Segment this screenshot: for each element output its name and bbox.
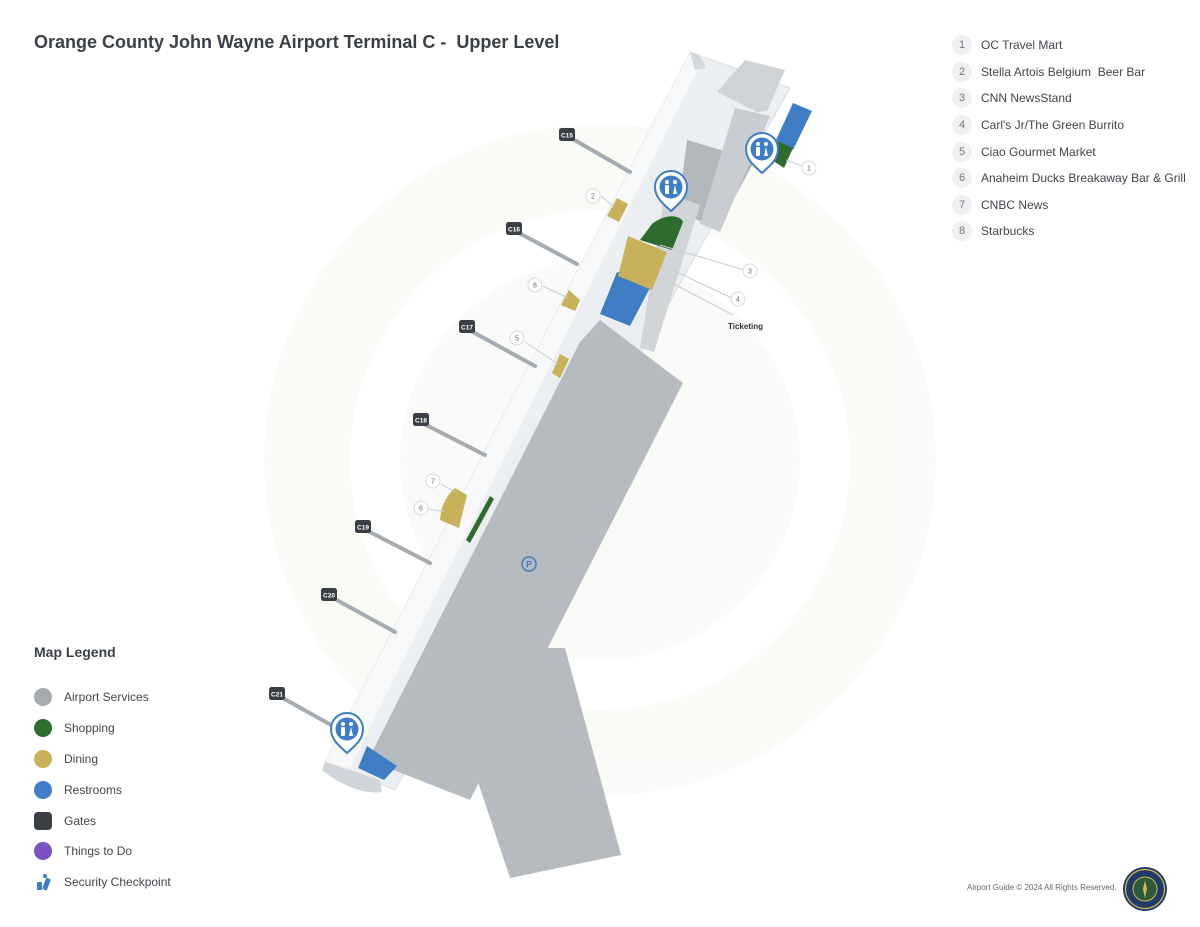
poi-marker-3[interactable]: 3 bbox=[742, 263, 758, 279]
poi-marker-6[interactable]: 6 bbox=[413, 500, 429, 516]
poi-label: CNBC News bbox=[981, 197, 1049, 212]
poi-marker-5[interactable]: 5 bbox=[509, 330, 525, 346]
list-item[interactable]: 1 OC Travel Mart bbox=[952, 32, 1186, 59]
gate-c21[interactable]: C21 bbox=[269, 687, 285, 700]
poi-marker-8[interactable]: 8 bbox=[527, 277, 543, 293]
gates-swatch bbox=[34, 811, 52, 830]
poi-list: 1 OC Travel Mart 2 Stella Artois Belgium B… bbox=[952, 32, 1186, 245]
svg-text:2: 2 bbox=[591, 194, 595, 201]
svg-text:C17: C17 bbox=[461, 325, 473, 332]
svg-text:C20: C20 bbox=[323, 593, 335, 600]
gate-c15[interactable]: C15 bbox=[559, 128, 575, 141]
poi-number: 3 bbox=[952, 88, 972, 109]
svg-text:5: 5 bbox=[515, 336, 519, 343]
legend-item-dining: Dining bbox=[34, 744, 171, 775]
dining-venues bbox=[440, 198, 667, 528]
legend-item-gates: Gates bbox=[34, 805, 171, 836]
page-title: Orange County John Wayne Airport Termina… bbox=[34, 32, 560, 52]
list-item[interactable]: 4 Carl's Jr/The Green Burrito bbox=[952, 112, 1186, 139]
svg-text:3: 3 bbox=[748, 269, 752, 276]
list-item[interactable]: 8 Starbucks bbox=[952, 218, 1186, 245]
legend-item-things-to-do: Things to Do bbox=[34, 836, 171, 867]
poi-leader-lines bbox=[428, 159, 809, 513]
poi-label: CNN NewsStand bbox=[981, 91, 1072, 106]
jet-bridges bbox=[279, 136, 632, 732]
svg-text:C19: C19 bbox=[357, 525, 369, 532]
poi-number: 1 bbox=[952, 35, 972, 56]
svg-text:C21: C21 bbox=[271, 692, 283, 699]
svg-text:4: 4 bbox=[736, 297, 740, 304]
poi-marker-7[interactable]: 7 bbox=[425, 473, 441, 489]
poi-marker-1[interactable]: 1 bbox=[801, 160, 817, 176]
list-item[interactable]: 3 CNN NewsStand bbox=[952, 85, 1186, 112]
poi-label: Carl's Jr/The Green Burrito bbox=[981, 118, 1124, 133]
restrooms-swatch bbox=[34, 780, 52, 799]
parking-icon: P bbox=[521, 556, 537, 572]
shopping-swatch bbox=[34, 719, 52, 738]
national-airport-database-seal-icon bbox=[1123, 867, 1167, 911]
gate-c17[interactable]: C17 bbox=[459, 320, 475, 333]
legend-item-security-checkpoint: Security Checkpoint bbox=[34, 867, 171, 898]
gate-c19[interactable]: C19 bbox=[355, 520, 371, 533]
poi-marker-4[interactable]: 4 bbox=[730, 291, 746, 307]
svg-text:6: 6 bbox=[419, 506, 423, 513]
list-item[interactable]: 2 Stella Artois Belgium Beer Bar bbox=[952, 59, 1186, 86]
poi-number: 2 bbox=[952, 61, 972, 82]
legend-item-shopping: Shopping bbox=[34, 713, 171, 744]
airport-services-swatch bbox=[34, 688, 52, 707]
map-legend: Map Legend Airport Services Shopping Din… bbox=[34, 644, 171, 898]
dining-swatch bbox=[34, 749, 52, 768]
legend-item-restrooms: Restrooms bbox=[34, 774, 171, 805]
gate-c18[interactable]: C18 bbox=[413, 413, 429, 426]
ticketing-label: Ticketing bbox=[728, 322, 763, 331]
svg-text:1: 1 bbox=[807, 166, 811, 173]
things-to-do-swatch bbox=[34, 842, 52, 861]
poi-label: OC Travel Mart bbox=[981, 38, 1063, 53]
svg-text:8: 8 bbox=[533, 283, 537, 290]
svg-text:7: 7 bbox=[431, 479, 435, 486]
poi-marker-2[interactable]: 2 bbox=[585, 188, 601, 204]
security-checkpoint-icon bbox=[37, 874, 51, 891]
restrooms bbox=[358, 103, 812, 780]
list-item[interactable]: 7 CNBC News bbox=[952, 192, 1186, 219]
svg-text:C18: C18 bbox=[415, 418, 427, 425]
poi-label: Starbucks bbox=[981, 224, 1035, 239]
copyright-text: Airport Guide © 2024 All Rights Reserved… bbox=[967, 883, 1117, 892]
svg-text:P: P bbox=[526, 560, 532, 570]
gate-c20[interactable]: C20 bbox=[321, 588, 337, 601]
gate-c16[interactable]: C16 bbox=[506, 222, 522, 235]
poi-label: Stella Artois Belgium Beer Bar bbox=[981, 64, 1146, 79]
legend-title: Map Legend bbox=[34, 644, 116, 660]
svg-text:C16: C16 bbox=[508, 227, 520, 234]
svg-text:C15: C15 bbox=[561, 133, 573, 140]
poi-number: 8 bbox=[952, 221, 972, 242]
poi-markers[interactable]: 1 2 3 4 5 6 7 8 bbox=[413, 160, 817, 516]
poi-label: Ciao Gourmet Market bbox=[981, 144, 1096, 159]
poi-number: 7 bbox=[952, 194, 972, 215]
poi-number: 6 bbox=[952, 168, 972, 189]
list-item[interactable]: 6 Anaheim Ducks Breakaway Bar & Grill bbox=[952, 165, 1186, 192]
gate-markers[interactable]: C15 C16 C17 C18 C19 C20 C21 bbox=[269, 128, 575, 700]
poi-number: 4 bbox=[952, 115, 972, 136]
legend-item-airport-services: Airport Services bbox=[34, 682, 171, 713]
list-item[interactable]: 5 Ciao Gourmet Market bbox=[952, 138, 1186, 165]
poi-label: Anaheim Ducks Breakaway Bar & Grill bbox=[981, 171, 1186, 186]
poi-number: 5 bbox=[952, 141, 972, 162]
